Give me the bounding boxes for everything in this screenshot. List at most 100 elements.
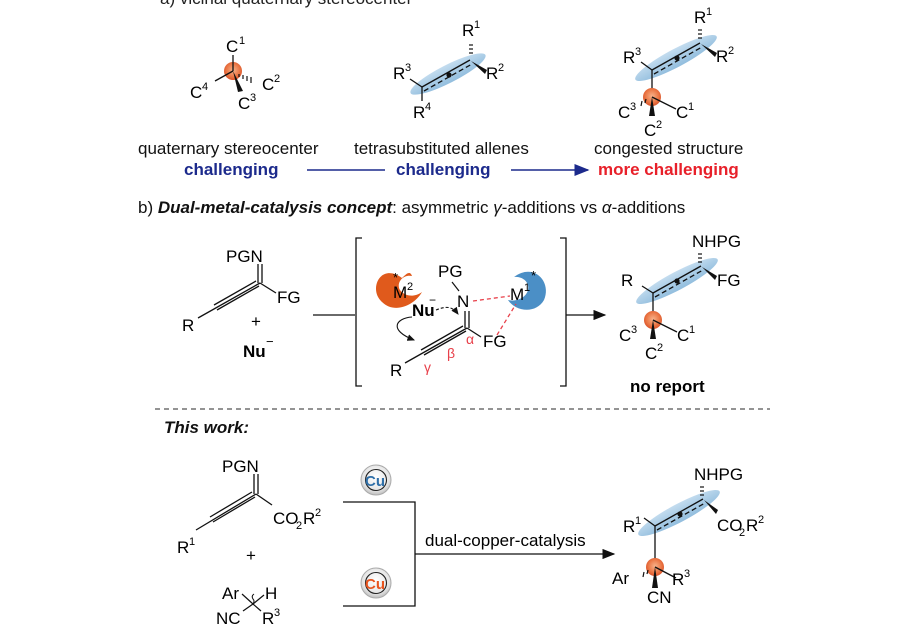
atom-label: 3 [684,568,690,580]
atom-label: R [694,8,706,27]
atom-label: 4 [425,101,431,113]
atom-label: 1 [635,515,641,527]
atom-label: 1 [706,6,712,18]
atom-c4: C [190,83,202,102]
atom-label: − [266,334,274,349]
atom-label: R [390,361,402,380]
section-c-title: This work: [164,418,250,437]
atom-label: + [251,312,261,331]
atom-c3-sup: 3 [250,92,256,104]
caption-quaternary: quaternary stereocenter [138,139,319,158]
atom-label: PGN [226,247,263,266]
atom-label: R [413,103,425,122]
copper-catalyst-1: Cu [360,464,392,496]
atom-label: * [531,268,536,283]
atom-c2-sup: 2 [274,73,280,85]
product-allene: NHPG CO 2 R 2 R 1 Ar CN R 3 [612,465,764,607]
transition-state: * * M 2 M 1 PG N Nu − FG R α β γ [375,262,546,380]
atom-label: FG [483,332,507,351]
atom-label: R [393,64,405,83]
atom-label: NHPG [694,465,743,484]
atom-label: R [262,609,274,628]
atom-label: 2 [758,514,764,526]
atom-label: 2 [657,342,663,354]
atom-label: M [393,283,407,302]
metal-m2-catalyst [375,272,422,308]
atom-label: CO [717,516,743,535]
reactant-ynimine: PGN FG R + Nu − [182,247,301,361]
reaction-conditions: dual-copper-catalysis [425,531,586,550]
atom-label: 3 [274,607,280,619]
atom-label: 2 [728,45,734,57]
atom-label: C [645,344,657,363]
atom-label: NHPG [692,232,741,251]
atom-label: no report [630,377,705,396]
atom-label: R [182,316,194,335]
atom-c1-sup: 1 [239,35,245,47]
atom-label: − [429,293,436,307]
product-no-report: NHPG FG R C 1 C 2 C 3 no report [619,232,741,396]
section-a-title: a) vicinal quaternary stereocenter [160,0,412,9]
atom-label: R [623,517,635,536]
tetrasubstituted-allene-structure: R 1 R 2 R 3 R 4 [393,19,504,122]
atom-label: N [457,292,469,311]
bracket-left [355,237,362,387]
atom-label: 2 [656,119,662,131]
quaternary-stereocenter-structure: C 1 C 2 C 3 C 4 [190,35,280,113]
atom-label: Nu [243,342,266,361]
atom-label: R [177,538,189,557]
atom-label: R [462,21,474,40]
atom-label: R [303,509,315,528]
atom-label: γ [424,359,431,375]
atom-label: FG [717,271,741,290]
atom-label: CN [647,588,672,607]
reactant-nitrile: Ar H NC R 3 [216,584,280,628]
atom-label: * [393,270,398,285]
section-b-title: b) Dual-metal-catalysis concept: asymmet… [138,198,686,217]
atom-label: α [466,331,474,347]
atom-label: 2 [739,527,745,539]
atom-label: 2 [315,507,321,519]
atom-label: PGN [222,457,259,476]
atom-label: M [510,285,524,304]
atom-label: C [676,103,688,122]
congested-structure: R 1 R 2 R 3 C 1 C 2 C 3 [618,6,734,140]
atom-label: 3 [631,324,637,336]
atom-label: + [246,546,256,565]
atom-label: PG [438,262,463,281]
atom-label: FG [277,288,301,307]
tag-more-challenging: more challenging [598,160,739,179]
tag-challenging-2: challenging [396,160,491,179]
atom-label: 1 [474,19,480,31]
atom-label: R [672,570,684,589]
atom-label: C [644,121,656,140]
atom-label: 2 [498,62,504,74]
atom-label: C [677,326,689,345]
atom-label: 1 [689,324,695,336]
atom-c3: C [238,94,250,113]
atom-label: R [621,271,633,290]
atom-label: 3 [405,62,411,74]
reactant-alkynyl-imino-ester: PGN CO 2 R 2 R 1 + [177,457,321,565]
atom-label: Cu [365,473,385,490]
atom-label: Ar [222,584,239,603]
caption-congested: congested structure [594,139,744,158]
tag-challenging-1: challenging [184,160,279,179]
bracket-right [560,237,567,387]
atom-c2: C [262,75,274,94]
atom-label: 1 [688,101,694,113]
atom-label: R [623,48,635,67]
atom-label: 2 [296,520,302,532]
atom-label: H [265,584,277,603]
metal-m1-catalyst [508,271,546,310]
atom-label: 3 [630,101,636,113]
atom-label: R [486,64,498,83]
atom-label: R [746,516,758,535]
atom-label: 1 [524,282,530,294]
atom-label: 1 [189,536,195,548]
atom-label: C [619,326,631,345]
atom-label: C [618,103,630,122]
atom-label: β [447,345,455,361]
atom-label: NC [216,609,241,628]
